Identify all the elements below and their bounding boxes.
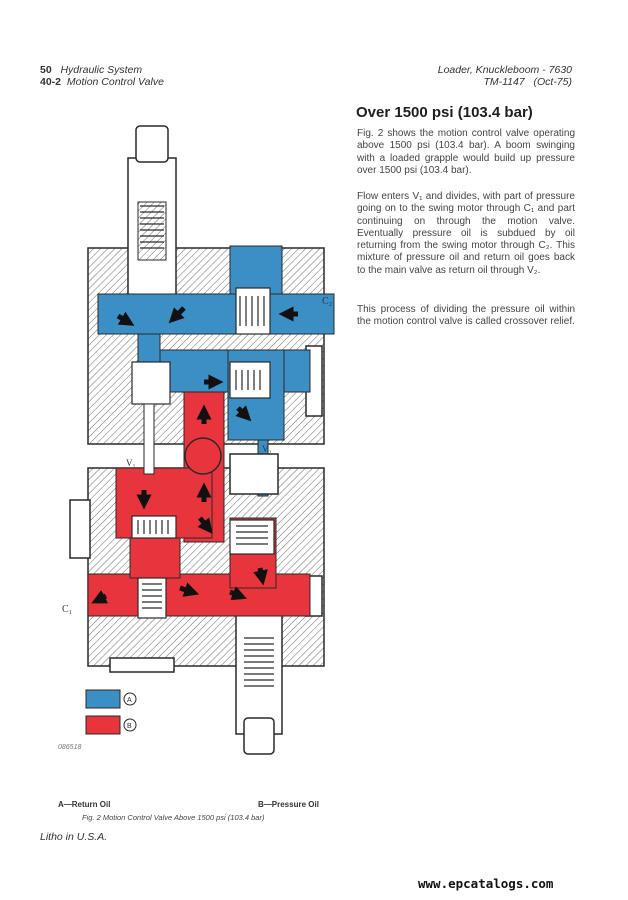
figure-caption: Fig. 2 Motion Control Valve Above 1500 p… [82, 813, 265, 822]
page-number: 50 [40, 64, 52, 76]
legend-swatch-return-oil [85, 689, 121, 709]
port-v2-label: V₂ [262, 444, 272, 454]
legend-marker-a [123, 692, 137, 706]
section-title: Over 1500 psi (103.4 bar) [356, 104, 533, 121]
legend-marker-a-text: A [127, 697, 132, 704]
header-left-subtitle: Motion Control Valve [66, 76, 164, 88]
spring-checks [131, 287, 275, 619]
figure-code: 086518 [58, 744, 82, 751]
header-left: 50 Hydraulic System 40-2 Motion Control … [40, 64, 164, 88]
lower-right-spring-cartridge [235, 613, 283, 755]
legend-marker-b [123, 718, 137, 732]
manual-date: (Oct-75) [533, 76, 572, 88]
paragraph: Fig. 2 shows the motion control valve op… [357, 128, 575, 176]
crossover-port [184, 437, 222, 475]
port-v1-label: V₁ [126, 458, 136, 468]
port-c1-label: C₁ [62, 604, 72, 615]
legend-label-return-oil: A—Return Oil [58, 800, 111, 809]
manual-number: TM-1147 [483, 76, 525, 88]
paragraph: Flow enters V₁ and divides, with part of… [357, 191, 575, 276]
flow-arrows [91, 306, 298, 604]
port-c2-label: C₂ [322, 296, 332, 307]
section-number: 40-2 [40, 76, 62, 88]
legend-swatch-pressure-oil [85, 715, 121, 735]
legend: A B [85, 689, 137, 735]
legend-marker-b-text: B [127, 723, 132, 730]
v1-stem [143, 403, 155, 475]
paragraph: This process of dividing the pressure oi… [357, 304, 575, 328]
bottom-left-cap [109, 657, 175, 673]
watermark-link[interactable]: www.epcatalogs.com [418, 876, 554, 891]
left-end-cap [69, 499, 91, 559]
header-right: Loader, Knuckleboom - 7630 TM-1147 (Oct-… [438, 64, 572, 88]
upper-left-spring-cartridge [127, 125, 177, 299]
v2-housing [229, 453, 279, 495]
valve-diagram: C₂ C₁ V₁ V₂ A B [62, 125, 335, 755]
litho-note: Litho in U.S.A. [40, 831, 108, 843]
header-right-title: Loader, Knuckleboom - 7630 [437, 64, 572, 76]
legend-label-pressure-oil: B—Pressure Oil [258, 800, 319, 809]
header-left-title: Hydraulic System [60, 64, 143, 76]
